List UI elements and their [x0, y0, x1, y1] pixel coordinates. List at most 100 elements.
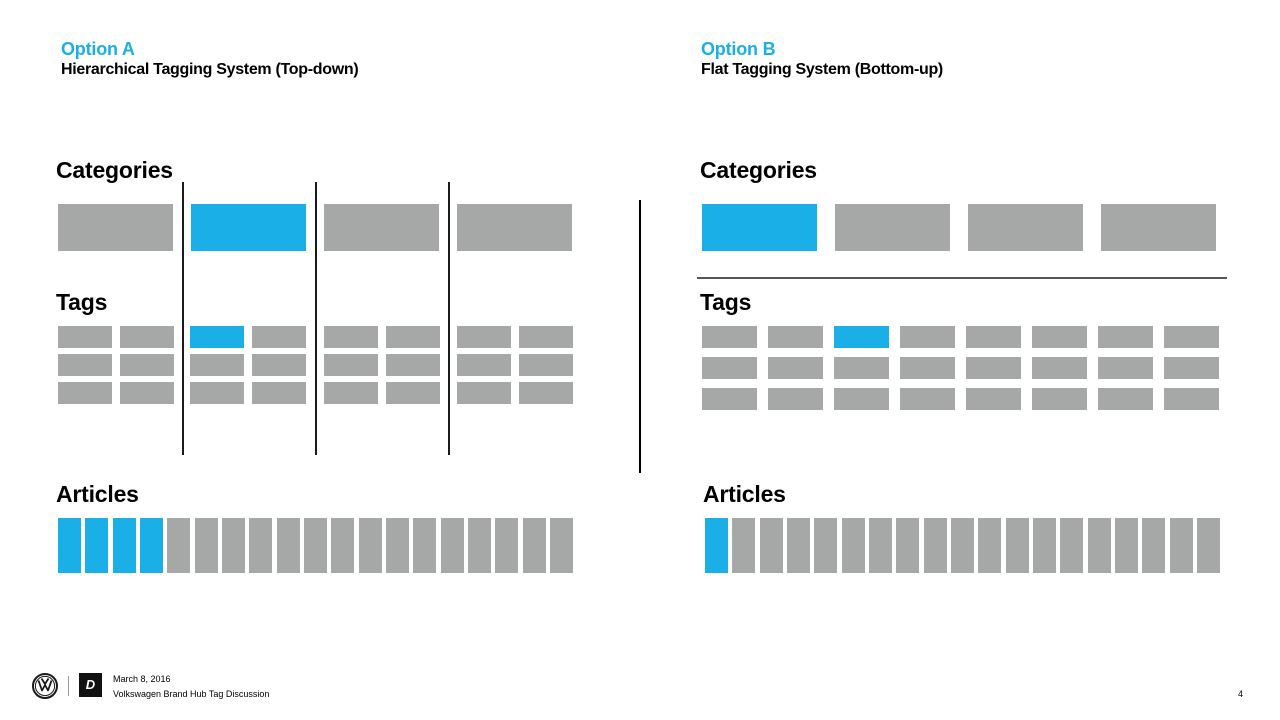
article-box	[787, 518, 810, 573]
article-box	[468, 518, 491, 573]
option-a-column-divider	[182, 182, 184, 455]
article-box	[1197, 518, 1220, 573]
tag-box	[768, 388, 823, 410]
vw-logo-icon	[32, 673, 58, 699]
option-a-column-divider	[448, 182, 450, 455]
category-box	[835, 204, 950, 251]
option-a-label: Option A	[61, 39, 135, 59]
category-box	[1101, 204, 1216, 251]
option-b-horizontal-divider	[697, 277, 1227, 279]
article-box	[869, 518, 892, 573]
article-box	[331, 518, 355, 573]
tag-box	[834, 357, 889, 379]
article-box	[1005, 518, 1029, 573]
tag-box	[457, 354, 511, 376]
tag-box	[252, 354, 306, 376]
tag-box	[1098, 357, 1153, 379]
option-b-label: Option B	[701, 39, 776, 59]
article-box	[759, 518, 783, 573]
tag-box	[519, 354, 573, 376]
option-a-subtitle: Hierarchical Tagging System (Top-down)	[61, 61, 359, 78]
footer-separator	[68, 676, 69, 696]
tag-box	[834, 326, 889, 348]
tag-box	[457, 326, 511, 348]
option-b-tags-heading: Tags	[700, 289, 752, 315]
tag-box	[190, 354, 244, 376]
article-box	[413, 518, 437, 573]
tag-box	[519, 382, 573, 404]
tag-box	[966, 357, 1021, 379]
tag-box	[702, 388, 757, 410]
tag-box	[1164, 388, 1219, 410]
article-box	[705, 518, 728, 573]
article-box	[896, 518, 920, 573]
article-box	[1115, 518, 1138, 573]
article-box	[58, 518, 81, 573]
tag-box	[900, 357, 955, 379]
tag-box	[900, 388, 955, 410]
tag-box	[1032, 357, 1087, 379]
page-number: 4	[1238, 689, 1244, 699]
tag-box	[58, 354, 112, 376]
article-box	[841, 518, 865, 573]
article-box	[522, 518, 546, 573]
option-a-tags-heading: Tags	[56, 289, 108, 315]
tag-box	[120, 354, 174, 376]
d-badge-icon: D	[79, 673, 102, 697]
options-center-divider	[639, 200, 641, 473]
tag-box	[702, 357, 757, 379]
article-box	[1169, 518, 1193, 573]
category-box	[324, 204, 439, 251]
article-box	[550, 518, 573, 573]
article-box	[923, 518, 947, 573]
category-box	[58, 204, 173, 251]
tag-box	[58, 382, 112, 404]
tag-box	[457, 382, 511, 404]
tag-box	[386, 382, 440, 404]
tag-box	[966, 326, 1021, 348]
option-a-column-divider	[315, 182, 317, 455]
option-b-subtitle: Flat Tagging System (Bottom-up)	[701, 61, 943, 78]
tag-box	[120, 326, 174, 348]
article-box	[386, 518, 409, 573]
article-box	[732, 518, 756, 573]
article-box	[814, 518, 838, 573]
tag-box	[252, 382, 306, 404]
tag-box	[519, 326, 573, 348]
article-box	[358, 518, 382, 573]
category-box	[191, 204, 306, 251]
tag-box	[120, 382, 174, 404]
tag-box	[386, 354, 440, 376]
article-box	[978, 518, 1002, 573]
tag-box	[1164, 326, 1219, 348]
category-box	[968, 204, 1083, 251]
tag-box	[1098, 326, 1153, 348]
tag-box	[190, 382, 244, 404]
article-box	[85, 518, 109, 573]
article-box	[304, 518, 327, 573]
category-box	[702, 204, 817, 251]
tag-box	[324, 382, 378, 404]
article-box	[140, 518, 163, 573]
option-b-articles-heading: Articles	[703, 481, 786, 507]
article-box	[1087, 518, 1111, 573]
article-box	[951, 518, 974, 573]
article-box	[276, 518, 300, 573]
article-box	[495, 518, 519, 573]
tag-box	[702, 326, 757, 348]
article-box	[222, 518, 245, 573]
tag-box	[768, 357, 823, 379]
article-box	[440, 518, 464, 573]
category-box	[457, 204, 572, 251]
tag-box	[966, 388, 1021, 410]
article-box	[1060, 518, 1084, 573]
tag-box	[252, 326, 306, 348]
tag-box	[1098, 388, 1153, 410]
article-box	[249, 518, 273, 573]
tag-box	[1032, 388, 1087, 410]
tag-box	[324, 326, 378, 348]
footer-date: March 8, 2016	[113, 674, 171, 684]
tag-box	[386, 326, 440, 348]
tag-box	[834, 388, 889, 410]
option-a-articles-heading: Articles	[56, 481, 139, 507]
